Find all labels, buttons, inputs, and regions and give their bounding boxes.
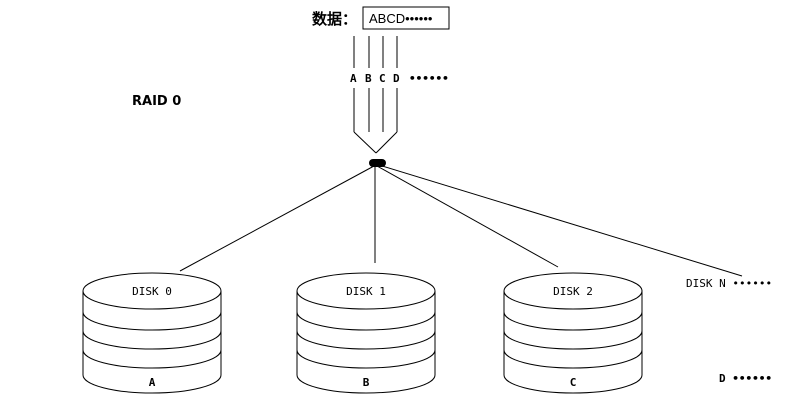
connections [179, 164, 743, 277]
disk-block-label: A [149, 376, 156, 389]
disk-name: DISK 2 [553, 285, 593, 298]
disk-platter-line [503, 330, 643, 350]
disk-platter-line [82, 349, 222, 369]
disk-body [82, 291, 222, 394]
stripe-letter-c: C [379, 72, 386, 85]
connection-disk2 [376, 165, 559, 268]
stripe-letter-b: B [365, 72, 372, 85]
disk-platter-line [503, 349, 643, 369]
disk-top [503, 272, 643, 310]
disk-body [503, 291, 643, 394]
stripe-funnel [353, 88, 398, 154]
stripe-letter-d: D [393, 72, 400, 85]
disk-2: DISK 2 C [503, 272, 643, 394]
disk-0: DISK 0 A [82, 272, 222, 394]
disk-n-block: D •••••• [719, 372, 772, 385]
data-label: 数据： [312, 10, 357, 28]
stripe-lines-top [353, 36, 398, 68]
disk-top [82, 272, 222, 310]
disk-top [296, 272, 436, 310]
data-box [362, 6, 450, 30]
diagram-title: RAID 0 [132, 94, 181, 109]
disk-platter-line [296, 349, 436, 369]
stripe-ellipsis: •••••• [409, 72, 449, 85]
disk-name: DISK 0 [132, 285, 172, 298]
disk-platter-line [82, 311, 222, 331]
stripe-letter-a: A [350, 72, 357, 85]
data-value: ABCD•••••• [369, 11, 433, 26]
disk-body [296, 291, 436, 394]
disk-block-label: C [570, 376, 577, 389]
disk-platter-line [296, 330, 436, 350]
disk-1: DISK 1 B [296, 272, 436, 394]
connection-diskn [378, 164, 743, 277]
controller-node [369, 159, 386, 167]
disk-platter-line [503, 311, 643, 331]
disk-platter-line [296, 311, 436, 331]
disk-name: DISK 1 [346, 285, 386, 298]
disk-n-label: DISK N •••••• [686, 277, 772, 290]
disk-platter-line [82, 330, 222, 350]
disk-block-label: B [363, 376, 370, 389]
connection-disk0 [179, 165, 375, 272]
